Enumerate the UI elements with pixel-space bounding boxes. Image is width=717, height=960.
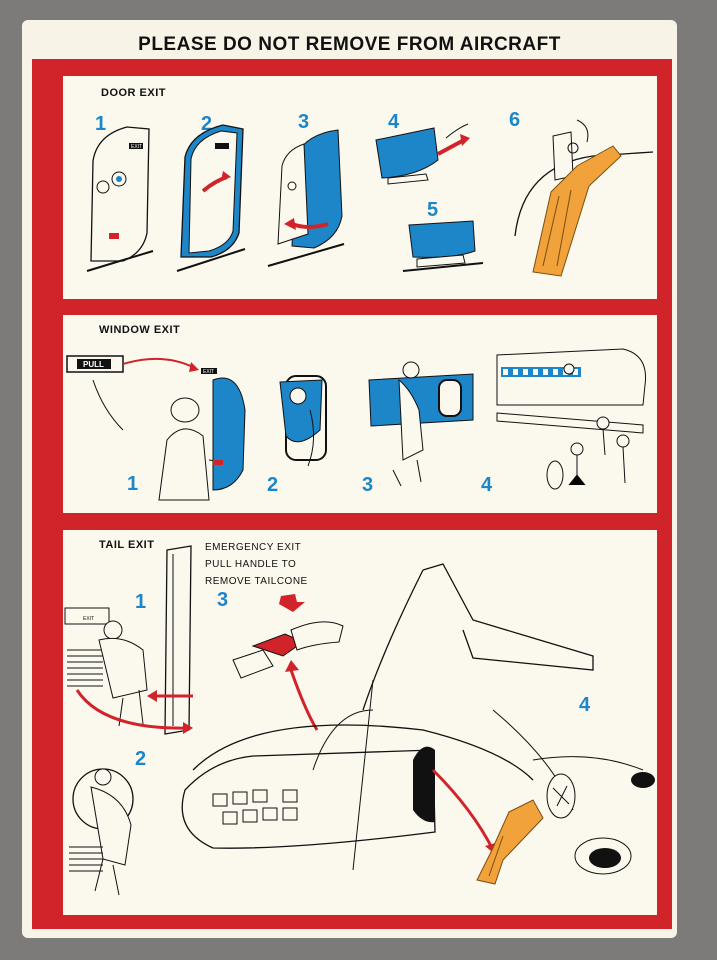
tail-exit-panel: TAIL EXIT EMERGENCY EXIT PULL HANDLE TO … <box>63 530 657 915</box>
tail-crawl-illustration <box>69 768 134 896</box>
window-step-4-number: 4 <box>481 474 493 496</box>
door-opening-illustration <box>267 129 345 267</box>
tail-step-2-number: 2 <box>135 748 147 770</box>
tail-step-3-number: 3 <box>217 589 229 611</box>
window-step-3-number: 3 <box>362 474 374 496</box>
tail-door-open-illustration: EXIT <box>64 545 193 735</box>
card-title: PLEASE DO NOT REMOVE FROM AIRCRAFT <box>138 34 561 55</box>
door-slide-illustration <box>514 119 654 277</box>
pull-handle-text: PULL <box>83 360 104 369</box>
door-exit-label: DOOR EXIT <box>101 87 167 99</box>
tail-exit-instruction: EMERGENCY EXIT PULL HANDLE TO REMOVE TAI… <box>205 539 308 590</box>
door-pushed-out-illustration <box>375 123 470 185</box>
instruction-line-1: EMERGENCY EXIT <box>205 542 302 553</box>
door-closed-illustration: EXIT <box>86 126 154 272</box>
window-wing-evacuation-illustration <box>496 348 647 490</box>
door-step-3-number: 3 <box>298 111 310 133</box>
window-exit-label: WINDOW EXIT <box>99 324 181 336</box>
door-step-4-number: 4 <box>388 111 400 133</box>
window-step-1-number: 1 <box>127 473 139 495</box>
door-step-1-number: 1 <box>95 113 107 135</box>
tail-step-4-number: 4 <box>579 694 591 716</box>
door-step-5-number: 5 <box>427 199 439 221</box>
door-lever-illustration <box>176 124 246 272</box>
instruction-line-2: PULL HANDLE TO <box>205 559 297 570</box>
door-exit-sign-text: EXIT <box>131 144 142 150</box>
window-climb-out-illustration <box>368 361 474 487</box>
tail-step-1-number: 1 <box>135 591 147 613</box>
window-exit-sign-text: EXIT <box>203 369 214 375</box>
door-step-6-number: 6 <box>509 109 521 131</box>
tail-door-sign-text: EXIT <box>83 616 94 622</box>
instruction-line-3: REMOVE TAILCONE <box>205 576 308 587</box>
tail-exit-label: TAIL EXIT <box>99 539 155 551</box>
aircraft-tail-cutaway-illustration <box>181 563 655 885</box>
window-removed-illustration <box>279 375 327 467</box>
window-exit-panel: WINDOW EXIT 1 2 3 4 PULL EXIT <box>63 315 657 513</box>
door-exit-panel: DOOR EXIT 1 2 3 4 5 6 EXIT <box>63 76 657 299</box>
door-stowed-illustration <box>402 220 484 272</box>
door-step-2-number: 2 <box>201 113 213 135</box>
window-pull-illustration: PULL EXIT <box>66 355 246 501</box>
window-step-2-number: 2 <box>267 474 279 496</box>
